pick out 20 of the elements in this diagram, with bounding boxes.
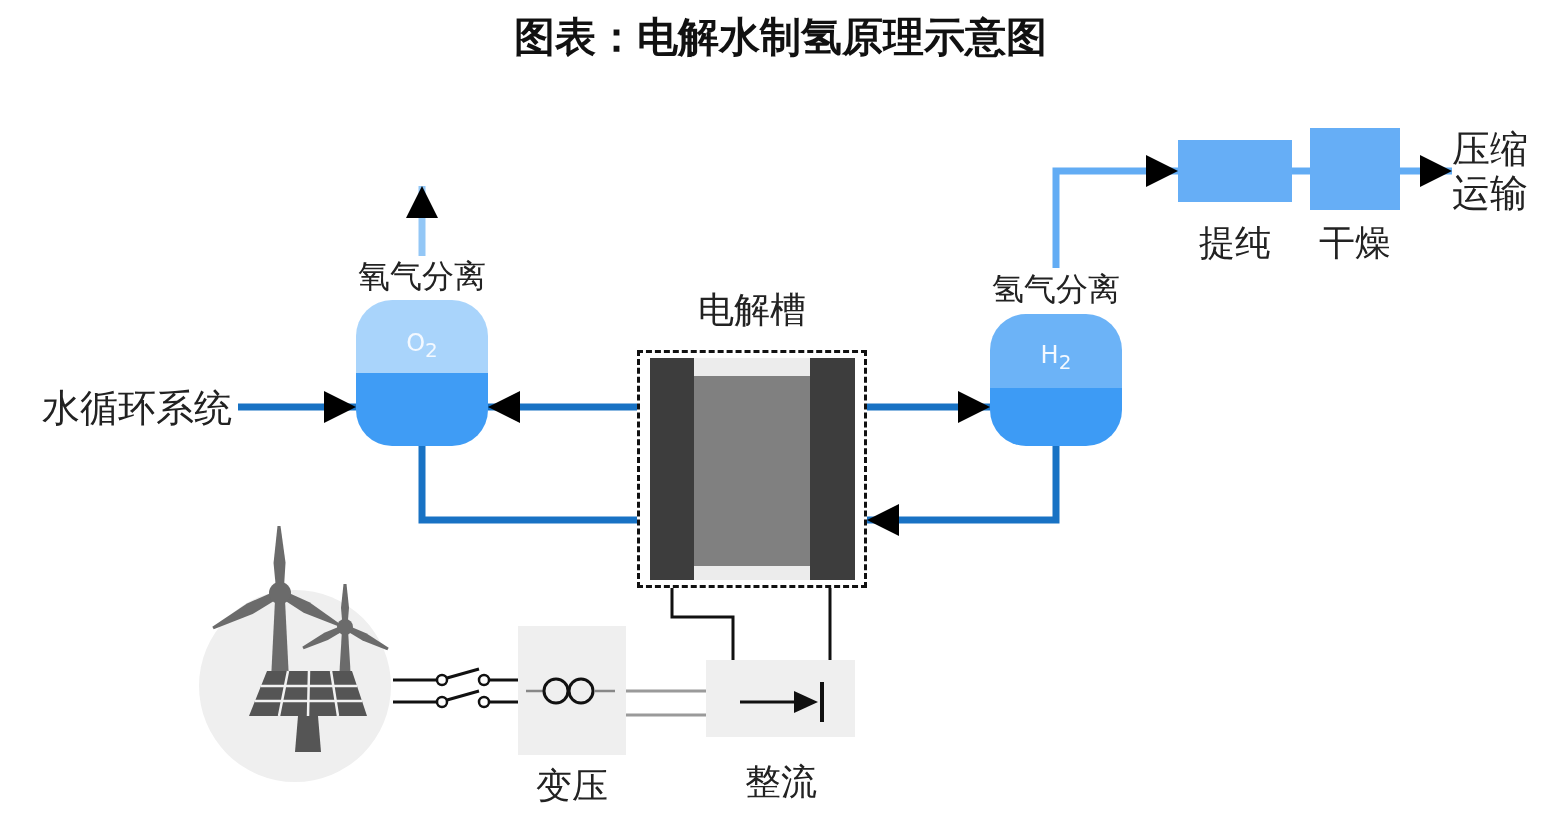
process-label: 变压 [536,765,608,806]
wire [624,689,708,717]
electrolyzer-label: 电解槽 [698,289,806,330]
wire [828,588,832,660]
wire [670,588,735,660]
process-label: 水循环系统 [42,386,233,430]
wire [490,678,520,704]
separator-label: 氢气分离 [992,270,1120,308]
process-label: 压缩运输 [1452,127,1529,215]
gas-formula: O$_{2}$ [406,328,438,364]
separator-label: 氧气分离 [358,257,486,295]
diagram-title: 图表：电解水制氢原理示意图 [513,13,1047,61]
process-label: 提纯 [1199,222,1271,263]
process-label: 整流 [744,761,817,802]
pipe-line [1292,167,1310,175]
wire [391,678,436,704]
process-label: 干燥 [1319,222,1391,263]
gas-formula: H$_{2}$ [1040,340,1072,376]
flow-arrow [867,446,1060,536]
flow-arrow [1400,155,1452,187]
